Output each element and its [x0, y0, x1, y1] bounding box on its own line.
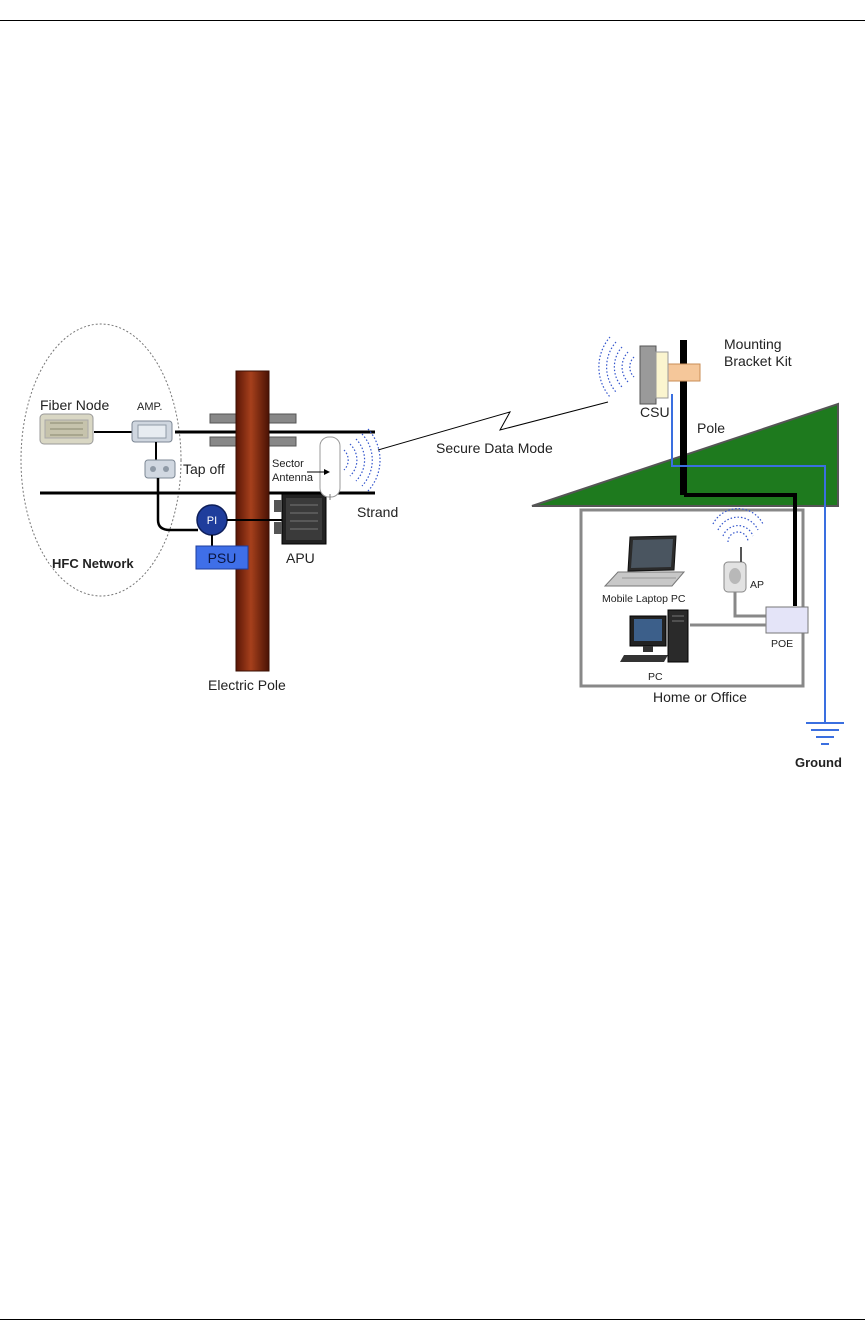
tap-off-label: Tap off — [183, 461, 225, 477]
hfc-network-label: HFC Network — [52, 556, 134, 571]
strand-label: Strand — [357, 504, 398, 520]
sector-antenna-label-line2: Antenna — [272, 472, 314, 484]
poe-box — [766, 607, 808, 633]
electric-pole-label: Electric Pole — [208, 677, 286, 693]
antenna-wifi-waves-icon — [344, 429, 380, 491]
ground-symbol-icon — [806, 723, 844, 744]
csu-unit — [640, 346, 668, 404]
mounting-bracket — [668, 364, 700, 381]
footer-rule — [0, 1319, 865, 1320]
psu-label: PSU — [208, 550, 237, 566]
csu-wifi-waves-icon — [599, 337, 634, 397]
secure-data-mode-label: Secure Data Mode — [436, 440, 553, 456]
poe-label: POE — [771, 638, 793, 650]
csu-label: CSU — [640, 404, 670, 420]
header-rule — [0, 20, 865, 21]
mounting-bracket-label-line2: Bracket Kit — [724, 353, 792, 369]
apu-device — [274, 494, 326, 544]
ground-label: Ground — [795, 755, 842, 770]
mobile-laptop-pc-label: Mobile Laptop PC — [602, 593, 686, 605]
amp-label: AMP. — [137, 401, 162, 413]
pole-label: Pole — [697, 420, 725, 436]
sector-antenna-device — [320, 437, 340, 500]
drop-cable — [158, 478, 198, 530]
csu-mast-pole — [680, 340, 687, 495]
pc-label: PC — [648, 671, 663, 683]
home-or-office-label: Home or Office — [653, 689, 747, 705]
pi-label: PI — [207, 515, 217, 527]
amplifier-device — [132, 421, 172, 442]
hfc-network-diagram: PI PSU — [0, 310, 865, 775]
fiber-node-device — [40, 414, 93, 444]
ap-label: AP — [750, 579, 764, 591]
mounting-bracket-label-line1: Mounting — [724, 336, 782, 352]
fiber-node-label: Fiber Node — [40, 397, 109, 413]
sector-antenna-label-line1: Sector — [272, 458, 304, 470]
apu-label: APU — [286, 550, 315, 566]
tap-off-device — [145, 460, 175, 478]
